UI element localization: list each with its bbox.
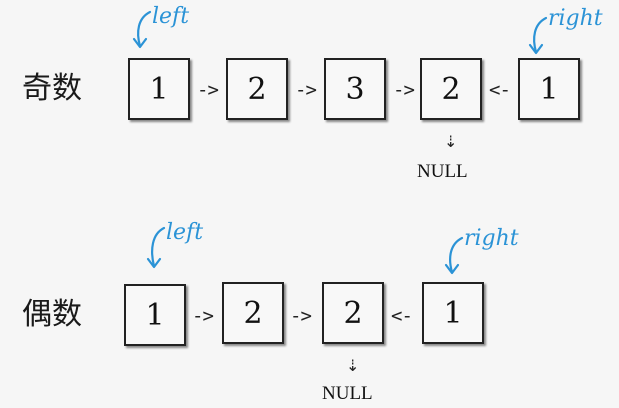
odd-arrow-3: -> <box>393 79 415 101</box>
even-node-1: 1 <box>124 284 186 346</box>
odd-node-4: 2 <box>420 58 482 120</box>
odd-row-label: 奇数 <box>22 71 82 106</box>
even-row-label: 偶数 <box>22 297 82 332</box>
odd-node-3: 3 <box>324 58 386 120</box>
even-left-pointer-icon <box>146 226 166 269</box>
odd-node-2: 2 <box>226 58 288 120</box>
odd-null-arrow-down-icon: ⇣ <box>444 132 458 151</box>
odd-right-pointer-label: right <box>548 6 603 31</box>
even-right-pointer-icon <box>444 236 464 275</box>
odd-arrow-2: -> <box>295 79 317 101</box>
even-arrow-1: -> <box>192 305 214 327</box>
odd-arrow-4: <- <box>489 79 511 101</box>
odd-right-pointer-icon <box>528 16 548 55</box>
odd-left-pointer-label: left <box>152 4 190 29</box>
even-right-pointer-label: right <box>464 226 519 251</box>
even-left-pointer-label: left <box>166 220 204 245</box>
odd-node-1: 1 <box>128 58 190 120</box>
odd-arrow-1: -> <box>197 79 219 101</box>
odd-null-label: NULL <box>417 161 468 182</box>
even-null-arrow-down-icon: ⇣ <box>346 356 360 375</box>
even-node-4: 1 <box>422 282 484 344</box>
odd-node-5: 1 <box>518 58 580 120</box>
even-node-3: 2 <box>322 282 384 344</box>
even-arrow-2: -> <box>290 305 312 327</box>
even-null-label: NULL <box>322 383 373 404</box>
even-node-2: 2 <box>222 282 284 344</box>
odd-left-pointer-icon <box>132 10 152 49</box>
even-arrow-3: <- <box>391 305 413 327</box>
